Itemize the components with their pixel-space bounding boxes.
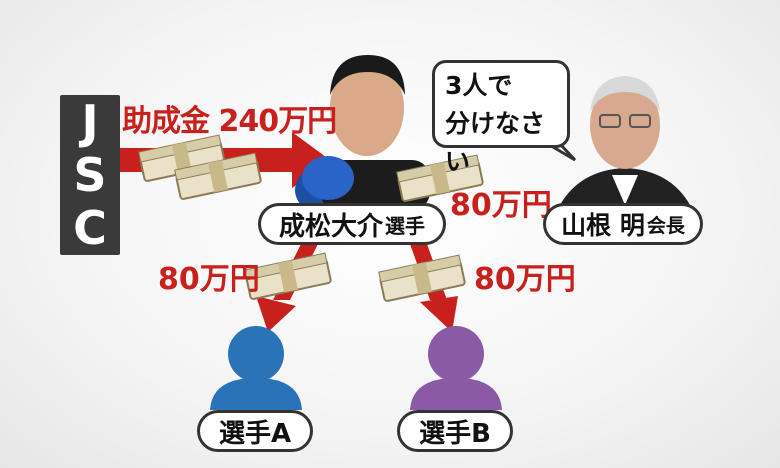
- yamane-photo: [560, 76, 690, 205]
- money-bundle-icon: [378, 254, 466, 302]
- narimatsu-name-label: 成松大介選手: [258, 203, 446, 245]
- speech-line-1: 3人で: [445, 71, 513, 100]
- narimatsu-suffix: 選手: [385, 213, 425, 238]
- amount-to-yamane: 80万円: [450, 188, 552, 223]
- speech-bubble: 3人で 分けなさい: [432, 60, 570, 176]
- jsc-letter: S: [73, 147, 107, 202]
- athlete-b-label: 選手B: [397, 410, 513, 452]
- amount-to-athlete-a: 80万円: [158, 262, 260, 297]
- money-bundle-icon: [138, 134, 226, 182]
- yamane-name: 山根 明: [561, 211, 645, 240]
- money-bundle-icon: [244, 252, 332, 300]
- jsc-letter: J: [81, 94, 99, 149]
- athlete-b-avatar-icon: [410, 326, 502, 410]
- narimatsu-name: 成松大介: [278, 211, 383, 242]
- grant-amount-label: 助成金 240万円: [122, 104, 337, 139]
- amount-to-athlete-b: 80万円: [474, 262, 576, 297]
- athlete-a-avatar-icon: [210, 326, 302, 410]
- money-bundle-icon: [174, 152, 262, 200]
- yamane-name-label: 山根 明会長: [543, 203, 703, 245]
- jsc-letter: C: [73, 201, 107, 256]
- speech-line-2: 分けなさい: [445, 109, 546, 176]
- yamane-suffix: 会長: [646, 214, 685, 237]
- jsc-box: J S C: [60, 95, 120, 255]
- money-bundle-icon: [396, 154, 484, 202]
- athlete-a-label: 選手A: [197, 410, 313, 452]
